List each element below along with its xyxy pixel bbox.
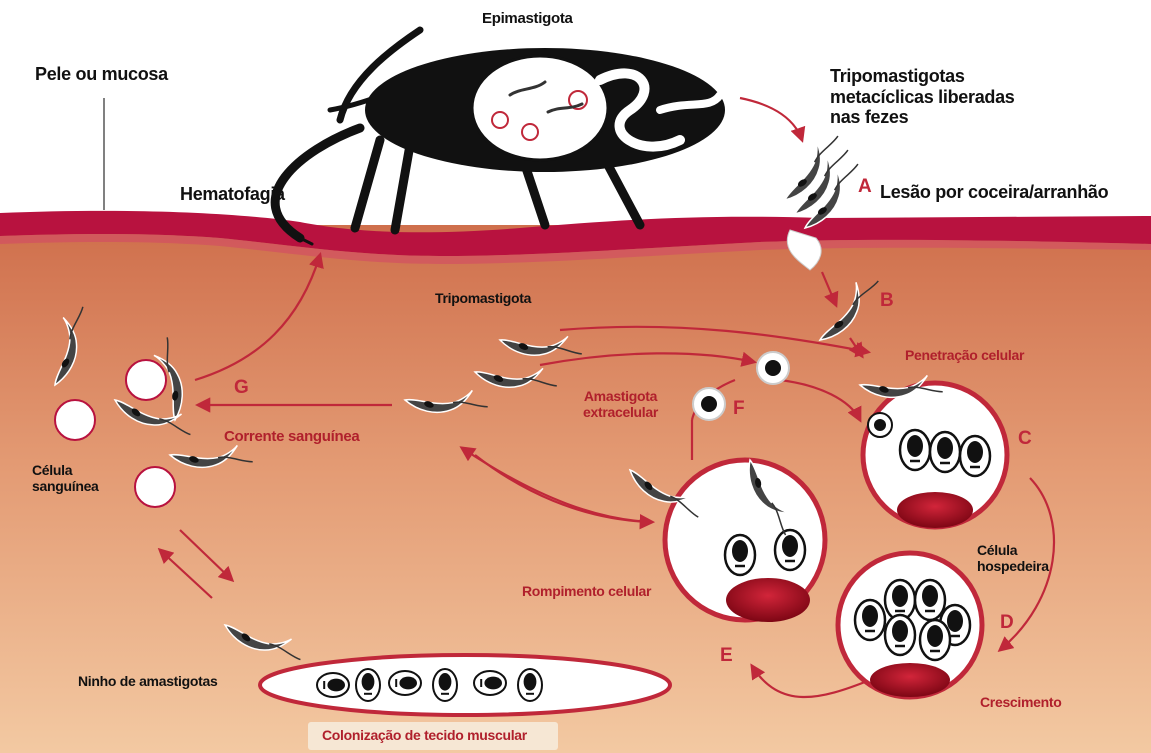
- step-letter-g: G: [234, 377, 248, 399]
- insect-vector: [275, 30, 725, 244]
- step-letter-c: C: [1018, 428, 1031, 450]
- penetration-label: Penetração celular: [905, 347, 1024, 363]
- epimastigota-label: Epimastigota: [482, 10, 573, 27]
- metacyclic-label: Tripomastigotas metacíclicas liberadas n…: [830, 66, 1015, 128]
- step-letter-b: B: [880, 290, 893, 312]
- nest-label: Ninho de amastigotas: [78, 673, 217, 689]
- rupture-label: Rompimento celular: [522, 583, 651, 599]
- blood-cell-label: Célula sanguínea: [32, 462, 99, 494]
- extracellular-amastigote-label: Amastigota extracelular: [583, 388, 658, 420]
- step-letter-e: E: [720, 645, 732, 667]
- host-cell-label: Célula hospedeira: [977, 542, 1049, 574]
- step-letter-d: D: [1000, 612, 1013, 634]
- step-letter-f: F: [733, 398, 744, 420]
- growth-label: Crescimento: [980, 694, 1062, 710]
- skin-label: Pele ou mucosa: [35, 64, 168, 85]
- trypomastigote-label: Tripomastigota: [435, 290, 531, 306]
- host-cell-d: [838, 553, 982, 697]
- step-letter-a: A: [858, 176, 871, 198]
- hematophagy-label: Hematofagia: [180, 184, 285, 205]
- lesion-label: Lesão por coceira/arranhão: [880, 182, 1108, 203]
- metacyclic-trypos: [767, 128, 873, 231]
- bloodstream-label: Corrente sanguínea: [224, 428, 359, 445]
- muscle-colonization-label: Colonização de tecido muscular: [322, 727, 527, 743]
